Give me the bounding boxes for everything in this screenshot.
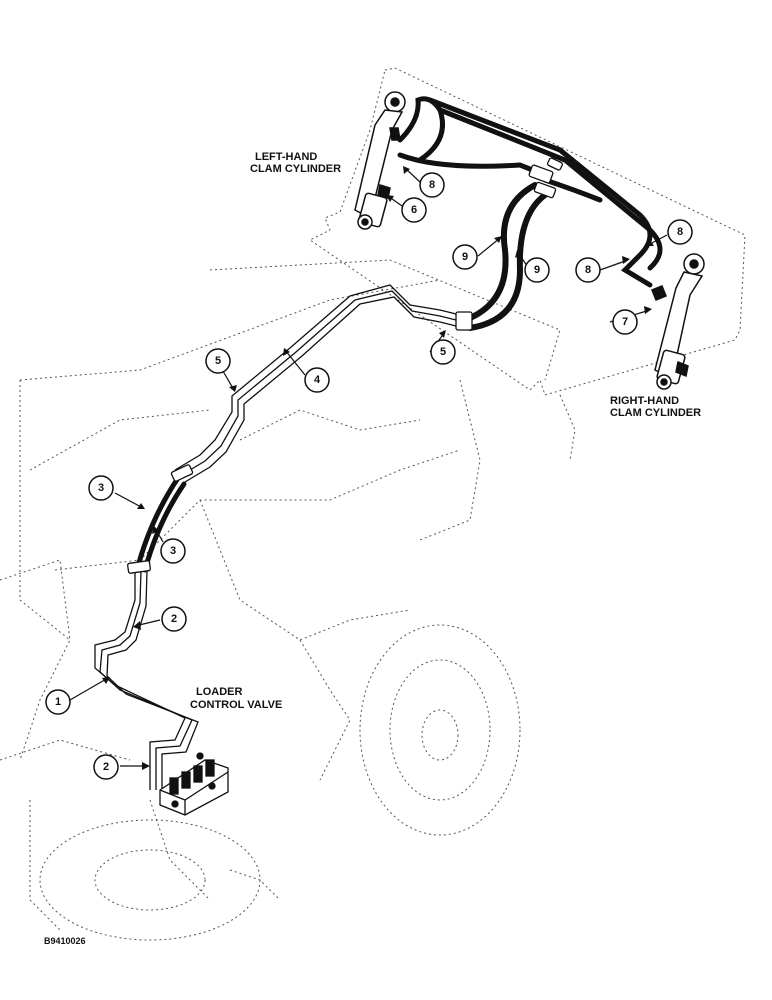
leader-lines (69, 167, 668, 767)
svg-text:6: 6 (411, 204, 417, 216)
callout-7: 7 (612, 309, 638, 335)
callout-9-right: 9 (524, 257, 550, 283)
svg-text:1: 1 (55, 696, 61, 708)
right-cylinder-label-line2: CLAM CYLINDER (610, 407, 701, 419)
svg-text:8: 8 (677, 226, 683, 238)
callout-6: 6 (401, 197, 427, 223)
svg-text:9: 9 (462, 251, 468, 263)
right-hand-clam-cylinder (651, 253, 705, 390)
callout-8-right-low: 8 (575, 257, 601, 283)
svg-text:5: 5 (440, 346, 446, 358)
callout-3-left: 3 (88, 475, 114, 501)
callout-9-left: 9 (452, 244, 478, 270)
svg-text:2: 2 (103, 761, 109, 773)
callout-3-right: 3 (160, 538, 186, 564)
right-cylinder-label-line1: RIGHT-HAND (610, 395, 679, 407)
left-cylinder-label-line1: LEFT-HAND (255, 151, 317, 163)
svg-text:9: 9 (534, 264, 540, 276)
callout-2-upper: 2 (161, 606, 187, 632)
valve-label-line2: CONTROL VALVE (190, 699, 282, 711)
callout-8-left: 8 (419, 172, 445, 198)
svg-text:4: 4 (314, 374, 321, 386)
figure-reference: B9410026 (44, 936, 86, 946)
leader-arrowheads (102, 166, 654, 770)
svg-text:5: 5 (215, 355, 221, 367)
callout-4: 4 (304, 367, 330, 393)
background-outline (0, 67, 746, 941)
callout-1: 1 (45, 689, 71, 715)
callout-5-left: 5 (205, 348, 231, 374)
left-cylinder-label-line2: CLAM CYLINDER (250, 163, 341, 175)
callout-2-lower: 2 (93, 754, 119, 780)
svg-text:8: 8 (585, 264, 591, 276)
svg-text:3: 3 (170, 545, 176, 557)
hose-8-left (397, 96, 663, 288)
valve-label-line1: LOADER (196, 686, 243, 698)
left-hand-clam-cylinder (354, 91, 406, 230)
svg-text:3: 3 (98, 482, 104, 494)
hose-3-fittings (127, 464, 194, 574)
loader-control-valve (159, 752, 229, 816)
callout-8-right-high: 8 (667, 219, 693, 245)
hose-9 (467, 182, 548, 331)
svg-text:8: 8 (429, 179, 435, 191)
callout-5-right: 5 (430, 339, 456, 365)
svg-text:7: 7 (622, 316, 628, 328)
hose-fittings-upper (455, 157, 564, 331)
svg-text:2: 2 (171, 613, 177, 625)
